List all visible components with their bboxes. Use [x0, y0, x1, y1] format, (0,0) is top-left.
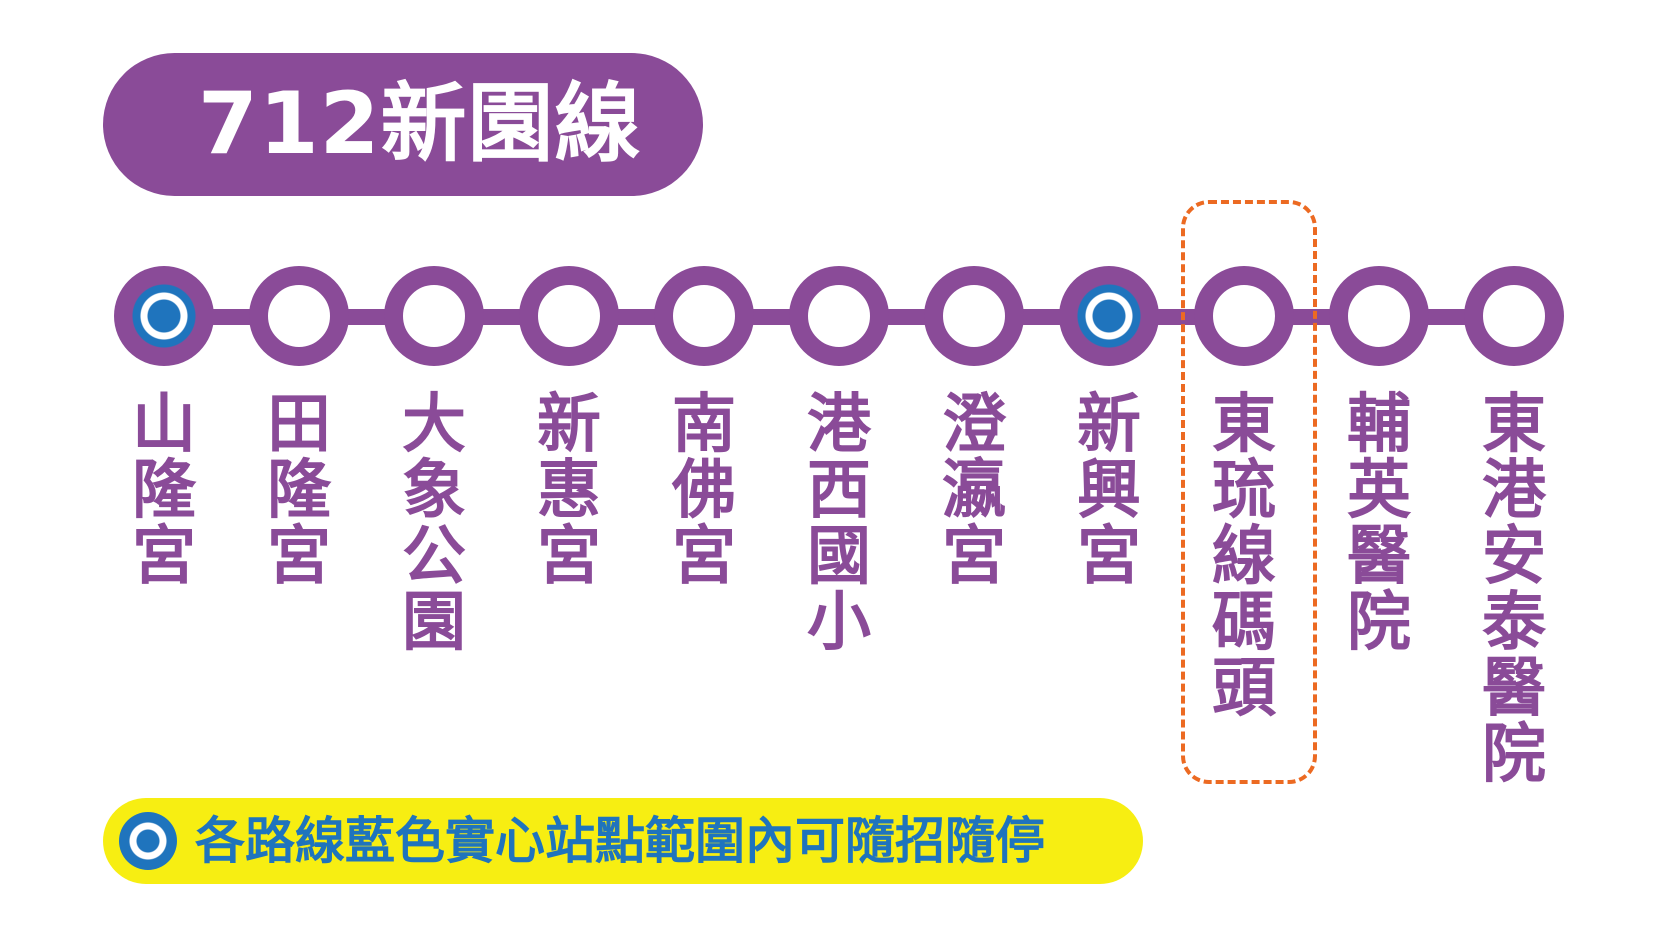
station-name: 澄瀛宮	[942, 388, 1006, 594]
station-name: 南佛宮	[672, 388, 736, 594]
station-marker	[654, 266, 754, 366]
station-stop-marker	[1059, 266, 1159, 366]
station-name: 田隆宮	[267, 388, 331, 594]
station-marker	[384, 266, 484, 366]
station-marker	[1329, 266, 1429, 366]
station-name: 輔英醫院	[1347, 388, 1411, 660]
route-title-pill: 712新園線	[103, 53, 703, 196]
station-marker	[789, 266, 889, 366]
station-name: 東琉線碼頭	[1212, 388, 1276, 726]
station-name: 山隆宮	[132, 388, 196, 594]
stop-marker-icon	[119, 812, 177, 870]
station-name: 大象公園	[402, 388, 466, 660]
station-stop-marker	[114, 266, 214, 366]
station-marker	[924, 266, 1024, 366]
route-title: 712新園線	[198, 74, 642, 174]
station-marker	[249, 266, 349, 366]
station-name: 港西國小	[807, 388, 871, 660]
station-marker	[1464, 266, 1564, 366]
station-name: 東港安泰醫院	[1482, 388, 1546, 792]
station-marker	[519, 266, 619, 366]
station-name: 新惠宮	[537, 388, 601, 594]
legend-pill: 各路線藍色實心站點範圍內可隨招隨停	[103, 798, 1143, 884]
highlight-box	[1181, 200, 1317, 784]
legend-text: 各路線藍色實心站點範圍內可隨招隨停	[195, 812, 1045, 870]
station-name: 新興宮	[1077, 388, 1141, 594]
